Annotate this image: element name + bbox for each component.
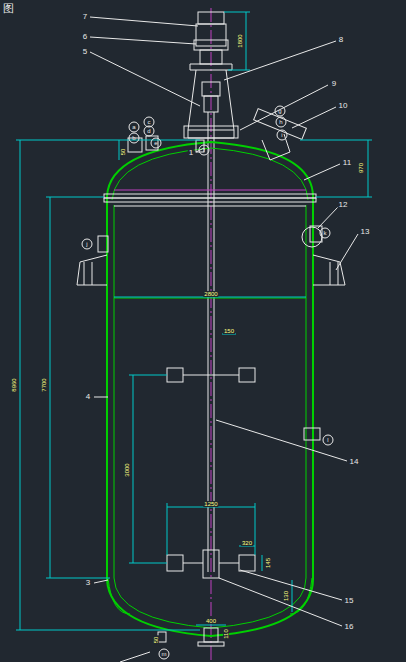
nozzle-mark: a [131, 124, 136, 130]
nozzle-mark: f [202, 147, 206, 153]
nozzle-mark: m [161, 651, 168, 657]
nozzle-mark: l [326, 437, 329, 443]
nozzle-mark: b [131, 135, 136, 141]
callout-number: 5 [82, 48, 88, 56]
callout-number: 13 [360, 228, 371, 236]
dimension-text: 400 [205, 618, 217, 624]
nozzle-mark: i [280, 132, 283, 138]
callout-number: 3 [85, 579, 91, 587]
dimension-text: 3000 [124, 462, 130, 477]
dimension-text: 1250 [203, 501, 218, 507]
nozzle-mark: h [278, 119, 283, 125]
dimension-text: 130 [283, 590, 289, 602]
callout-number: 16 [344, 623, 355, 631]
dimension-text: 50 [153, 636, 159, 645]
dimension-text: 145 [265, 557, 271, 569]
nozzle-mark: j [85, 241, 88, 247]
callout-number: 8 [338, 36, 344, 44]
dimension-text: 110 [223, 628, 229, 640]
dimension-text: 1800 [237, 33, 243, 48]
dimension-text: 320 [241, 540, 253, 546]
title-mark: 图 [2, 2, 15, 13]
callout-number: 10 [338, 102, 349, 110]
callout-number: 6 [82, 33, 88, 41]
nozzle-mark: e [153, 140, 158, 146]
callout-number: 4 [85, 393, 91, 401]
callout-number: 7 [82, 13, 88, 21]
callout-number: 9 [331, 80, 337, 88]
nozzle-mark: k [323, 230, 328, 236]
dimension-text: 8960 [11, 377, 17, 392]
callout-number: 15 [344, 597, 355, 605]
dimension-text: 2800 [203, 291, 218, 297]
dimension-text: 970 [358, 162, 364, 174]
dimension-text: 50 [120, 148, 126, 157]
callout-number: 12 [338, 201, 349, 209]
nozzle-mark: c [147, 119, 152, 125]
callout-number: 1 [188, 149, 194, 157]
nozzle-mark: d [146, 128, 151, 134]
dimension-text: 7700 [41, 377, 47, 392]
callout-number: 11 [342, 159, 352, 167]
nozzle-mark: g [277, 108, 282, 114]
callout-number: 14 [349, 458, 360, 466]
dimension-text: 150 [223, 328, 235, 334]
